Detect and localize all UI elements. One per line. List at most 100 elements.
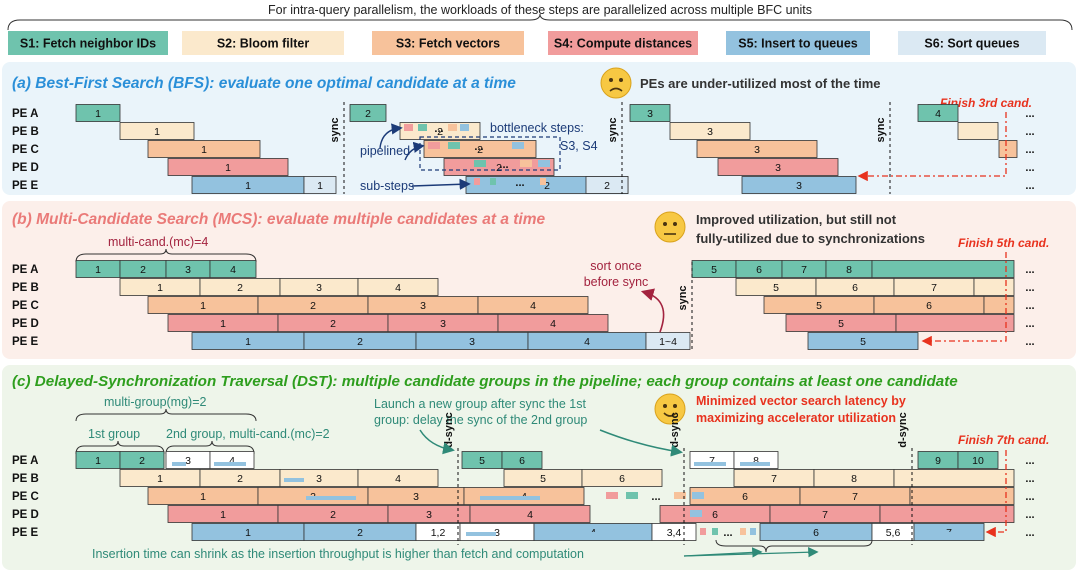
cell-b-0-5-label: 6: [756, 264, 762, 276]
cell-b-2-3: [477, 296, 589, 314]
cell-c-0-5: [501, 451, 543, 469]
substep-chip: [404, 124, 413, 131]
pe-label-b-4: PE E: [12, 336, 39, 348]
cell-b-0-0-label: 1: [95, 264, 101, 276]
cell-a-0-3: [917, 104, 959, 122]
cell-b-tail-3: [895, 314, 1015, 332]
cell-b-2-0-label: 1: [200, 300, 206, 312]
panel-a-remark: PEs are under-utilized most of the time: [640, 76, 881, 91]
cell-b-1-6-label: 7: [931, 282, 937, 294]
cell-c-0-6-label: 7: [709, 455, 715, 467]
substep-chip: [626, 492, 638, 499]
cell-b-2-3-label: 4: [530, 300, 536, 312]
substep-ellipsis-2: ...: [474, 141, 483, 153]
cell-a-1-2: [669, 122, 751, 140]
cell-b-4-2-label: 3: [469, 336, 475, 348]
bottleneck-label-2: S3, S4: [560, 139, 598, 153]
sync-a-1-label: sync: [329, 117, 341, 142]
panel-b-remark-line2: fully-utilized due to synchronizations: [696, 231, 925, 246]
substeps-label: sub-steps: [360, 179, 414, 193]
cell-c-tail-2: [909, 487, 1015, 505]
insertion-progress-bar-6: [466, 532, 496, 536]
panel-b-finish: Finish 5th cand.: [958, 236, 1049, 250]
cell-b-3-0-label: 1: [220, 318, 226, 330]
cell-c-3-3-label: 4: [527, 509, 533, 521]
cell-a-3-0-label: 1: [225, 162, 231, 174]
sync-a-3-label: sync: [875, 117, 887, 142]
pe-label-b-2: PE C: [12, 300, 39, 312]
pe-label-b-1: PE B: [12, 282, 39, 294]
cell-b-3-3: [497, 314, 609, 332]
pe-label-b-3: PE D: [12, 318, 39, 330]
dsync-c-2-label: d-sync: [669, 412, 681, 447]
insertion-progress-bar-0: [172, 462, 186, 466]
launch-arrow-2: [599, 429, 683, 457]
mc-label: multi-cand.(mc)=4: [108, 235, 208, 249]
substep-chip: [448, 124, 457, 131]
cell-c-2-0-label: 1: [200, 491, 206, 503]
cell-b-1-3: [357, 278, 439, 296]
ellipsis-c-2: ...: [1025, 491, 1034, 503]
insertion-progress-bar-9: [284, 478, 304, 482]
panel-c-remark-line2: maximizing accelerator utilization: [696, 411, 896, 425]
cell-a-4-4-label: 3: [796, 180, 802, 192]
cell-a-1-0: [119, 122, 195, 140]
substep-ellipsis-1: ...: [434, 123, 443, 135]
sync-b-label: sync: [677, 285, 689, 310]
legend-label-s3: S3: Fetch vectors: [396, 37, 500, 51]
cell-a-1-1-label: 2: [437, 126, 443, 138]
cell-c-3-4-label: 6: [712, 509, 718, 521]
cell-a-0-0-label: 1: [95, 108, 101, 120]
cell-a-4-3: [585, 176, 629, 194]
insertion-progress-bar-5: [480, 496, 540, 500]
cell-b-2-1-label: 2: [310, 300, 316, 312]
cell-c-1-1-label: 2: [237, 473, 243, 485]
substep-c-ellipsis-1: ...: [651, 491, 660, 503]
dsync-c-1-label: d-sync: [443, 412, 455, 447]
cell-c-4-0-label: 1: [245, 527, 251, 539]
cell-c-0-9: [957, 451, 999, 469]
cell-c-4-7-label: 5,6: [886, 527, 901, 539]
substep-chip: [520, 160, 532, 167]
substep-chip: [674, 492, 686, 499]
mg-brace: [75, 408, 257, 422]
legend-swatch-s2: [182, 31, 344, 55]
ellipsis-a-1: ...: [1025, 126, 1034, 138]
pe-label-c-2: PE C: [12, 491, 39, 503]
cell-c-0-0-label: 1: [95, 455, 101, 467]
cell-a-2-1-label: 2: [477, 144, 483, 156]
cell-b-1-4-label: 5: [773, 282, 779, 294]
ellipsis-c-1: ...: [1025, 473, 1034, 485]
cell-c-4-5: [651, 523, 697, 541]
group1-brace: [75, 440, 165, 455]
cell-b-4-0-label: 1: [245, 336, 251, 348]
header-note: For intra-query parallelism, the workloa…: [268, 3, 812, 17]
group2-brace: [165, 440, 255, 455]
launch-note-line2: group: delay the sync of the 2nd group: [374, 413, 587, 427]
substep-chip: [538, 160, 550, 167]
launch-note-line1: Launch a new group after sync the 1st: [374, 397, 586, 411]
pe-label-a-4: PE E: [12, 180, 39, 192]
substep-c-ellipsis-2: ...: [723, 527, 732, 539]
ellipsis-b-2: ...: [1025, 300, 1034, 312]
cell-c-1-3-label: 4: [395, 473, 401, 485]
substep-chip: [670, 510, 682, 517]
insertion-progress-bar-1: [214, 462, 246, 466]
cell-b-0-7-label: 8: [846, 264, 852, 276]
legend-label-s5: S5: Insert to queues: [738, 37, 858, 51]
substep-chip: [606, 492, 618, 499]
cell-c-3-0-label: 1: [220, 509, 226, 521]
substep-chip: [460, 124, 469, 131]
cell-a-4-3-label: 2: [604, 180, 610, 192]
cell-a-2-3: [998, 140, 1018, 158]
pe-label-a-0: PE A: [12, 108, 38, 120]
pipelined-arrow-1: [379, 123, 403, 149]
cell-a-4-0-label: 1: [245, 180, 251, 192]
mg-label: multi-group(mg)=2: [104, 395, 207, 409]
legend-label-s4: S4: Compute distances: [554, 37, 692, 51]
substep-chip: [428, 142, 440, 149]
cell-b-3-1-label: 2: [330, 318, 336, 330]
cell-a-4-1: [303, 176, 337, 194]
